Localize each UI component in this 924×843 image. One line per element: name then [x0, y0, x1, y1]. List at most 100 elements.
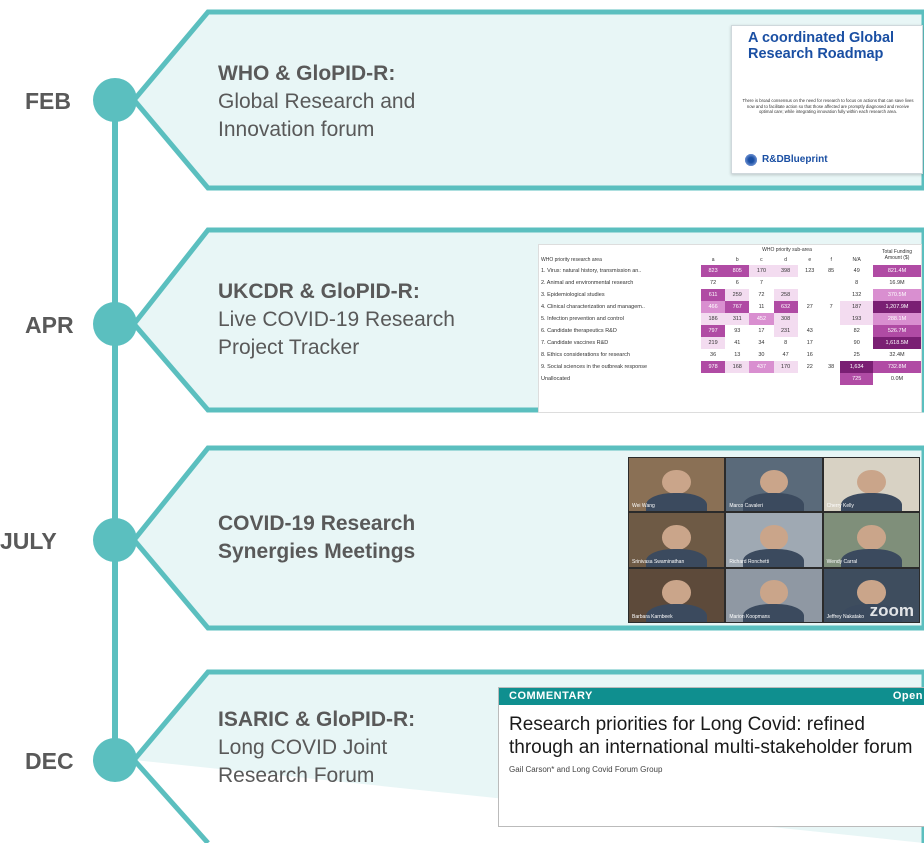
- table-row-area: 4. Clinical characterization and managem…: [541, 304, 645, 310]
- table-cell: [798, 277, 822, 289]
- table-cell: 823: [701, 265, 726, 277]
- table-col-header: e: [808, 257, 812, 263]
- participant-face: [662, 580, 691, 605]
- table-cell: 219: [701, 337, 726, 349]
- event-description: Global Research and Innovation forum: [218, 90, 416, 141]
- participant-body: [743, 548, 805, 567]
- table-cell: [798, 373, 822, 385]
- video-tile: Marco Cavaleri: [726, 458, 822, 512]
- table-cell: [822, 349, 841, 361]
- participant-body: [840, 603, 902, 622]
- table-cell: 170: [773, 361, 798, 373]
- table-col-header: a: [711, 257, 715, 263]
- table-row: 9. Social sciences in the outbreak respo…: [539, 361, 921, 373]
- tracker-table: WHO priority sub-area Total Funding Amou…: [539, 245, 921, 385]
- table-cell: 123: [805, 268, 815, 274]
- table-total-header: Total Funding Amount ($): [881, 249, 913, 261]
- table-cell: 398: [773, 265, 798, 277]
- table-cell: 22: [806, 364, 813, 370]
- table-cell: [725, 373, 749, 385]
- participant-face: [857, 525, 886, 550]
- participant-name: Marco Cavaleri: [729, 503, 763, 510]
- video-tile: Cherry Kelly: [823, 458, 919, 512]
- table-cell: 186: [701, 313, 726, 325]
- table-cell: [822, 325, 841, 337]
- participant-face: [857, 580, 886, 605]
- event-title: COVID-19 Research Synergies Meetings: [218, 512, 416, 563]
- table-cell: 13: [734, 352, 741, 358]
- table-cell: 43: [806, 328, 813, 334]
- participant-name: Barbara Karnbeek: [632, 613, 673, 620]
- table-cell: 72: [758, 292, 765, 298]
- table-cell-total: 526.7M: [873, 325, 921, 337]
- table-cell: [822, 313, 841, 325]
- table-cell-total: 1,618.5M: [873, 337, 921, 349]
- event-title: UKCDR & GloPID-R:: [218, 280, 420, 303]
- table-cell: 258: [773, 289, 798, 301]
- participant-body: [646, 603, 708, 622]
- table-cell: 36: [710, 352, 717, 358]
- video-tile: Wendy Carral: [823, 513, 919, 567]
- article-authors: Gail Carson* and Long Covid Forum Group: [509, 765, 663, 774]
- table-row-area: 9. Social sciences in the outbreak respo…: [541, 364, 648, 370]
- participant-body: [646, 493, 708, 512]
- event-title: ISARIC & GloPID-R:: [218, 708, 416, 731]
- table-row-area: 5. Infection prevention and control: [541, 316, 624, 322]
- table-cell: 41: [734, 340, 741, 346]
- table-row-area: 2. Animal and environmental research: [541, 280, 634, 286]
- table-cell: 93: [734, 328, 741, 334]
- table-col-header: f: [830, 257, 832, 263]
- table-cell: 978: [701, 361, 726, 373]
- tracker-table-thumbnail: WHO priority sub-area Total Funding Amou…: [538, 244, 922, 413]
- table-cell: 452: [749, 313, 774, 325]
- table-row-area: 6. Candidate therapeutics R&D: [541, 328, 617, 334]
- table-cell: 231: [773, 325, 798, 337]
- table-cell-total: 0.0M: [890, 376, 904, 382]
- video-tile: Wei Wang: [629, 458, 725, 512]
- table-cell: 797: [701, 325, 726, 337]
- roadmap-thumbnail: A coordinated Global Research Roadmap Th…: [731, 25, 923, 174]
- table-cell-total: 32.4M: [889, 352, 905, 358]
- table-cell: 85: [828, 268, 835, 274]
- month-label-apr: APR: [25, 312, 74, 338]
- video-tile: Srinivasa Swaminathan: [629, 513, 725, 567]
- roadmap-body: There is broad consensus on the need for…: [742, 98, 914, 115]
- event-text-apr: UKCDR & GloPID-R: Live COVID-19 Research…: [218, 278, 518, 362]
- table-row-area: 1. Virus: natural history, transmission …: [541, 268, 642, 274]
- table-cell: 17: [806, 340, 813, 346]
- table-cell: [774, 277, 798, 289]
- table-cell: 132: [852, 292, 862, 298]
- table-cell-total: 370.5M: [873, 289, 921, 301]
- table-cell: [701, 373, 725, 385]
- participant-face: [662, 469, 691, 495]
- blueprint-logo: R&DBlueprint: [762, 154, 828, 165]
- participant-body: [646, 548, 708, 567]
- table-cell: 632: [773, 301, 798, 313]
- table-row-area: 3. Epidemiological studies: [541, 292, 605, 298]
- timeline-node-july: [93, 518, 137, 562]
- table-col-header: b: [735, 257, 739, 263]
- event-description: Live COVID-19 Research Project Tracker: [218, 308, 455, 359]
- table-cell: 82: [853, 328, 860, 334]
- participant-face: [759, 469, 789, 495]
- table-cell: 466: [701, 301, 726, 313]
- table-cell: [822, 277, 841, 289]
- participant-name: Richard Ronchetti: [729, 558, 770, 565]
- participant-face: [662, 525, 691, 550]
- table-cell: [798, 313, 822, 325]
- table-cell: 47: [782, 352, 789, 358]
- table-cell: 16: [806, 352, 813, 358]
- table-cell: [822, 289, 841, 301]
- table-row-area: 7. Candidate vaccines R&D: [541, 340, 609, 346]
- table-cell: 193: [840, 313, 873, 325]
- table-cell: 30: [758, 352, 765, 358]
- table-row: 1. Virus: natural history, transmission …: [539, 265, 921, 277]
- article-section-bar: COMMENTARY Open: [499, 688, 924, 705]
- table-cell: [798, 289, 822, 301]
- event-text-dec: ISARIC & GloPID-R: Long COVID Joint Rese…: [218, 706, 488, 790]
- table-cell: 259: [725, 289, 750, 301]
